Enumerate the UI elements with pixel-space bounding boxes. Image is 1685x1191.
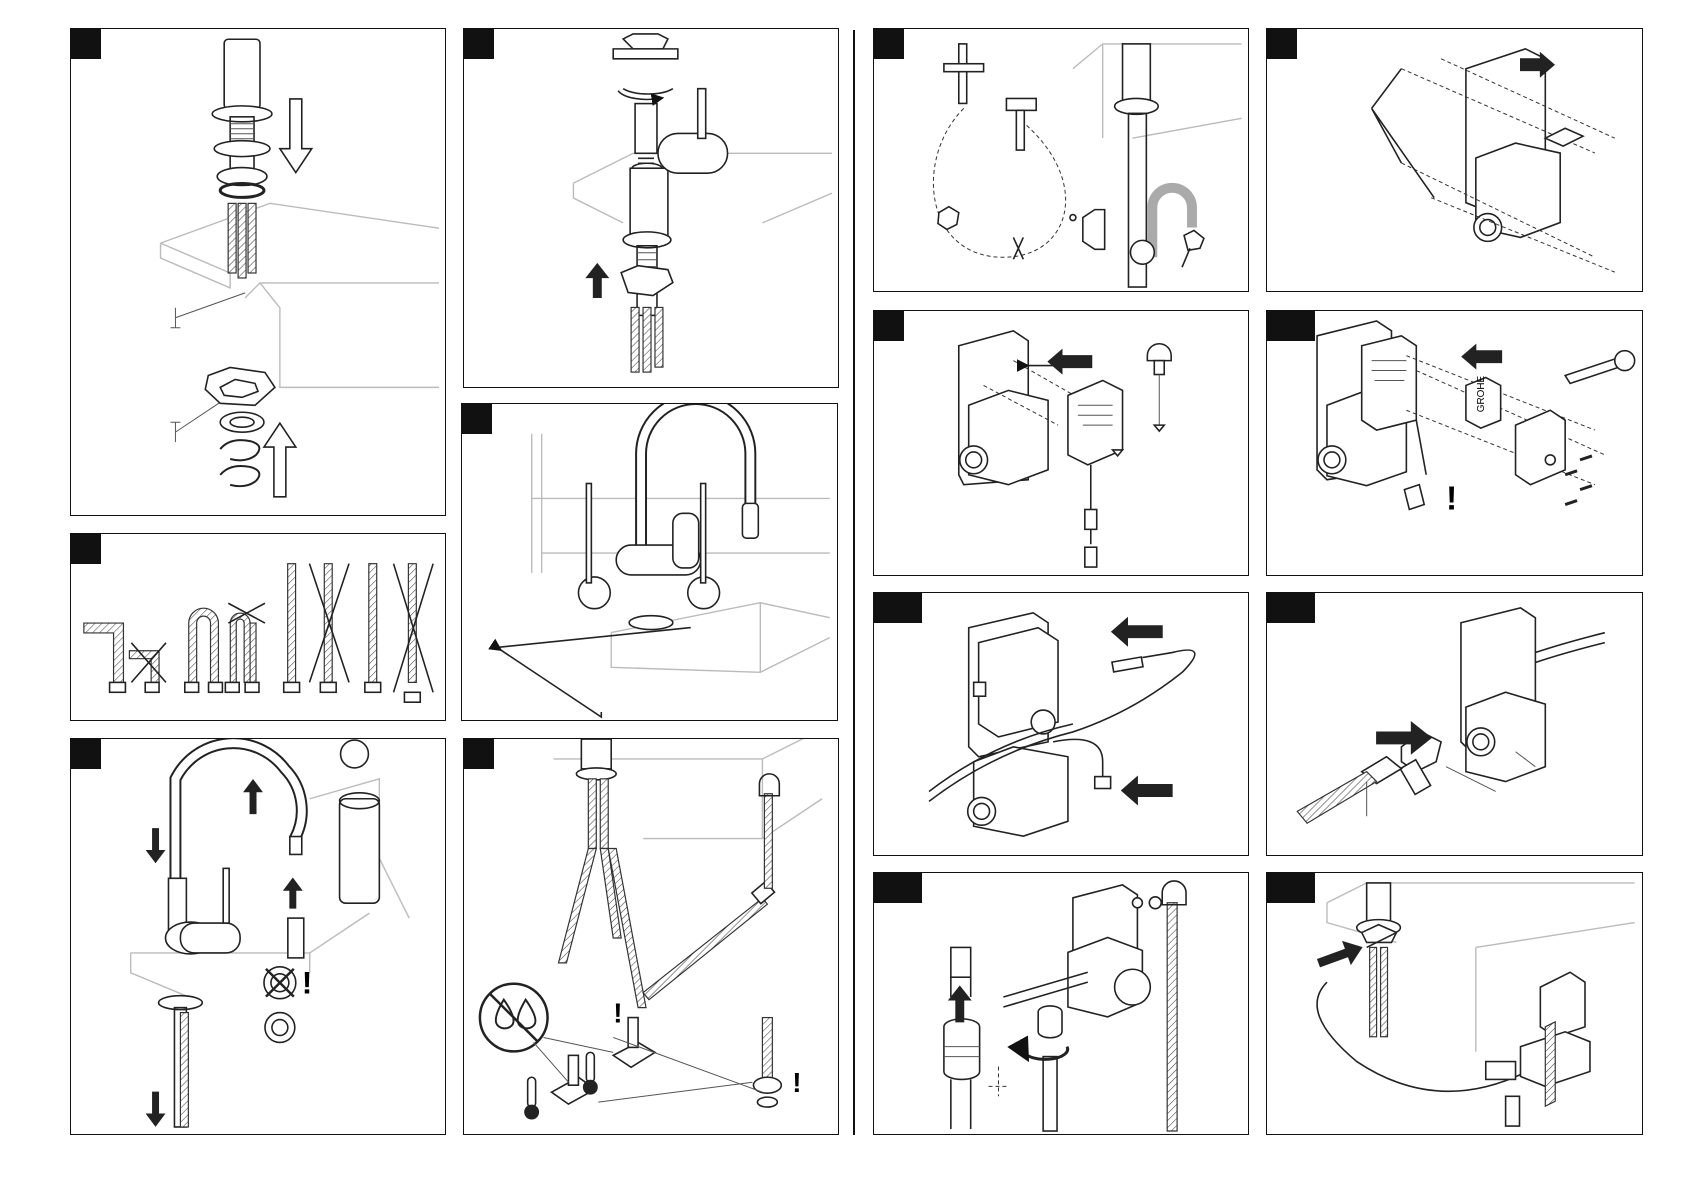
illustration-module-cover: GROHE ! <box>1267 311 1642 575</box>
panel-mount-box <box>1266 28 1643 292</box>
panel-cable-clip <box>873 28 1249 292</box>
crossed-circle-icon <box>264 967 296 999</box>
step-tag <box>874 873 922 903</box>
step-tag <box>874 29 904 59</box>
thermometer-icon <box>525 1077 539 1119</box>
down-arrow-icon <box>280 99 312 173</box>
step-tag <box>462 404 492 434</box>
panel-tighten-nut <box>463 28 839 388</box>
illustration-attach-module <box>874 311 1248 575</box>
illustration-tighten-nut <box>464 29 838 387</box>
warning-mark: ! <box>613 998 622 1029</box>
illustration-connect-cable <box>874 593 1248 855</box>
step-tag <box>874 311 904 341</box>
step-tag <box>71 534 101 564</box>
warning-mark: ! <box>302 965 313 1001</box>
illustration-final-assembly <box>1267 873 1642 1134</box>
panel-hose-bending <box>70 533 446 721</box>
illustration-hose-to-valve <box>1267 593 1642 855</box>
illustration-faucet-overview <box>462 404 837 720</box>
panel-quick-connector <box>873 872 1249 1135</box>
panel-final-assembly <box>1266 872 1643 1135</box>
panel-attach-module <box>873 310 1249 576</box>
illustration-mount-box <box>1267 29 1642 291</box>
warning-mark: ! <box>792 1067 801 1098</box>
illustration-quick-connector <box>874 873 1248 1134</box>
thermometer-icon <box>583 1052 597 1094</box>
step-tag <box>1267 311 1315 341</box>
no-water-drops-icon <box>480 984 548 1052</box>
step-tag <box>1267 873 1315 903</box>
column-divider <box>853 30 855 1135</box>
illustration-cable-clip <box>874 29 1248 291</box>
illustration-mount-faucet <box>71 29 445 515</box>
step-tag <box>1267 29 1297 59</box>
panel-connect-cable <box>873 592 1249 856</box>
illustration-hose-bending <box>71 534 445 720</box>
up-arrow-icon <box>264 423 296 497</box>
illustration-water-connection: ! ! <box>464 739 838 1134</box>
panel-mount-faucet <box>70 28 446 516</box>
illustration-pullout-spout: ! <box>71 739 445 1134</box>
step-tag <box>71 29 101 59</box>
warning-mark: ! <box>1446 479 1457 517</box>
panel-module-cover: GROHE ! <box>1266 310 1643 576</box>
box-brand-label: GROHE <box>1476 376 1487 413</box>
panel-water-connection: ! ! <box>463 738 839 1135</box>
panel-hose-to-valve <box>1266 592 1643 856</box>
step-tag <box>464 29 494 59</box>
panel-pullout-spout: ! <box>70 738 446 1135</box>
step-tag <box>1267 593 1315 623</box>
step-tag <box>71 739 101 769</box>
step-tag <box>464 739 494 769</box>
panel-faucet-overview <box>461 403 838 721</box>
step-tag <box>874 593 922 623</box>
